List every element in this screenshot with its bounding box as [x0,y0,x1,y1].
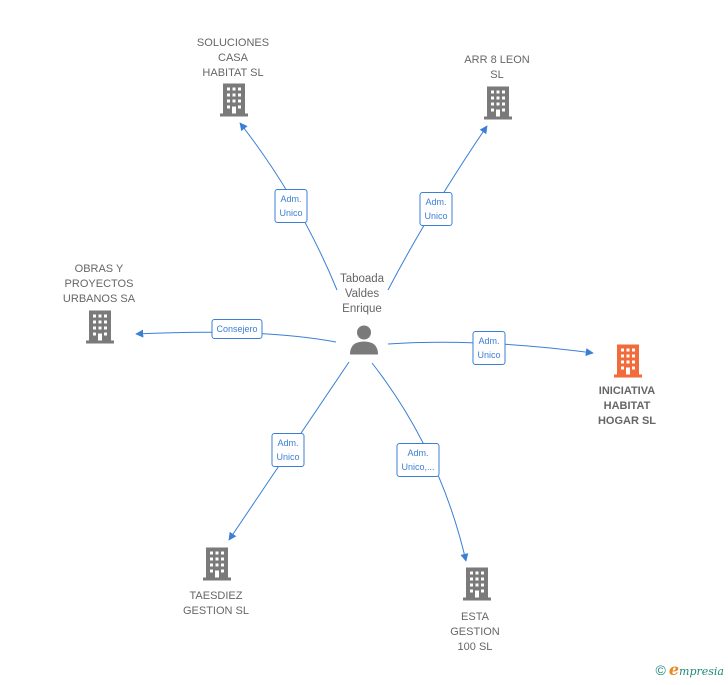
building-icon[interactable] [462,566,492,607]
building-icon[interactable] [202,546,232,587]
building-icon[interactable] [483,85,513,126]
building-icon[interactable] [613,343,643,384]
company-label-iniciativa[interactable]: INICIATIVA HABITAT HOGAR SL [597,385,657,427]
relation-badge-obras[interactable]: Consejero [211,319,263,339]
company-label-esta[interactable]: ESTA GESTION 100 SL [450,611,500,653]
relation-badge-iniciativa[interactable]: Adm. Unico [472,331,506,365]
brand-logo[interactable]: empresia [668,660,724,679]
building-icon[interactable] [85,309,115,350]
relation-badge-arr8[interactable]: Adm. Unico [419,192,453,226]
company-label-soluciones[interactable]: SOLUCIONES CASA HABITAT SL [196,37,270,79]
brand-footer[interactable]: © empresia [656,660,724,679]
company-label-taesdiez[interactable]: TAESDIEZ GESTION SL [182,590,250,617]
relation-badge-soluciones[interactable]: Adm. Unico [274,189,308,223]
relation-badge-esta[interactable]: Adm. Unico,... [396,443,440,477]
person-name[interactable]: Taboada Valdes Enrique [339,273,385,315]
building-icon[interactable] [219,82,249,123]
company-label-arr8[interactable]: ARR 8 LEON SL [464,54,530,81]
person-icon[interactable] [348,325,380,360]
company-label-obras[interactable]: OBRAS Y PROYECTOS URBANOS SA [62,263,136,305]
copyright-icon: © [655,661,666,678]
relation-badge-taesdiez[interactable]: Adm. Unico [271,433,305,467]
